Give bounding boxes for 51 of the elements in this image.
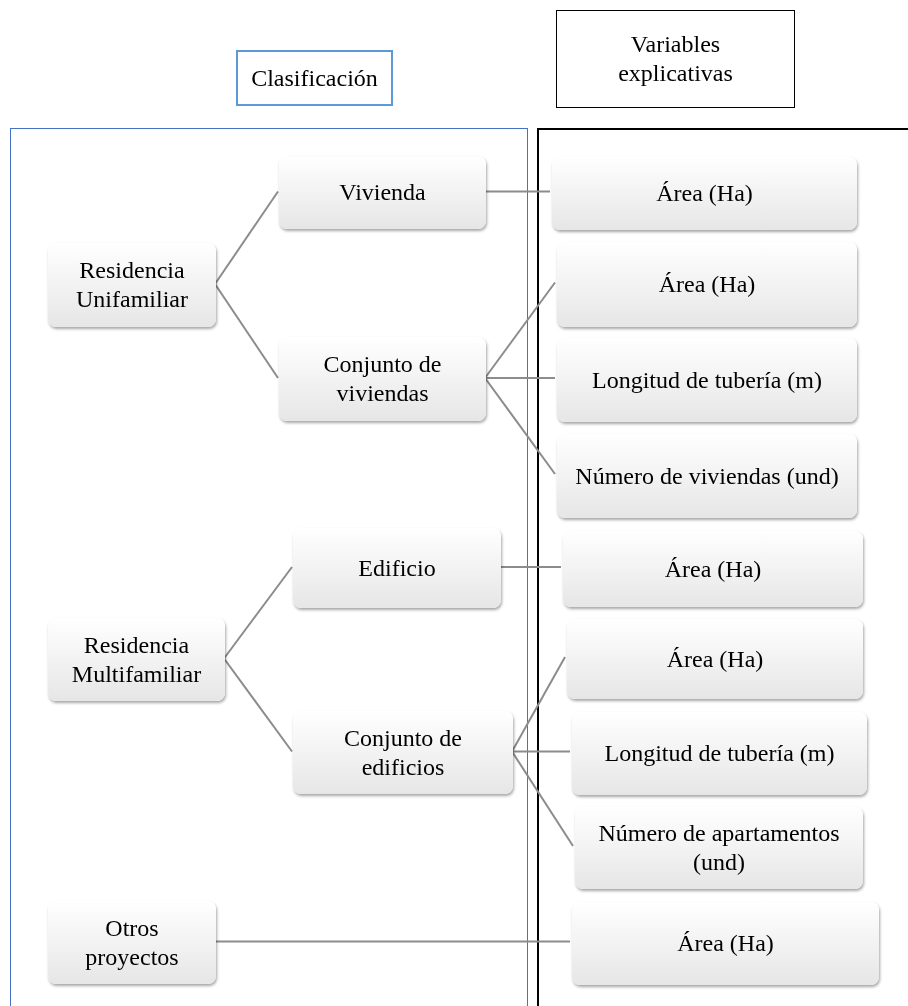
connector-line	[484, 377, 556, 475]
rounded-box	[552, 157, 857, 230]
rounded-box	[293, 528, 501, 608]
node-label: Clasificación	[251, 63, 378, 93]
node-label: Vivienda	[339, 178, 426, 207]
rounded-box	[48, 618, 225, 701]
connector-line	[214, 283, 279, 379]
rounded-box	[575, 807, 863, 889]
rounded-box	[279, 156, 486, 229]
node-label: Longitud de tubería (m)	[604, 739, 835, 768]
rounded-box	[557, 242, 857, 327]
node-label: Variables explicativas	[617, 30, 734, 88]
connector-line	[499, 566, 562, 568]
node-label: Área (Ha)	[664, 554, 762, 584]
column-header-box	[236, 50, 393, 106]
node-label: Área (Ha)	[656, 179, 753, 208]
node-label: Área (Ha)	[658, 270, 756, 299]
rounded-box	[557, 338, 857, 422]
rounded-box	[572, 902, 879, 985]
node-label: Residencia Multifamiliar	[70, 630, 203, 689]
connector-line	[214, 190, 279, 285]
node-label: Edificio	[358, 553, 436, 583]
rounded-box	[293, 711, 513, 794]
rounded-box	[563, 531, 863, 607]
node-label: Número de apartamentos (und)	[597, 819, 841, 877]
connector-line	[223, 566, 293, 660]
connector-line	[484, 190, 551, 193]
node-label: Otros proyectos	[84, 913, 180, 972]
column-header-box	[556, 10, 795, 108]
connector-line	[484, 377, 556, 379]
node-label: Número de viviendas (und)	[575, 461, 839, 491]
connector-line	[223, 657, 293, 753]
connector-line	[511, 656, 566, 753]
node-label: Conjunto de edificios	[343, 723, 463, 782]
node-label: Área (Ha)	[677, 929, 774, 958]
rounded-box	[572, 712, 867, 795]
rounded-box	[48, 901, 216, 984]
connector-line	[511, 750, 571, 753]
connector-line	[214, 940, 571, 943]
node-label: Residencia Unifamiliar	[75, 256, 189, 314]
node-label: Longitud de tubería (m)	[592, 365, 822, 395]
connector-line	[484, 281, 556, 379]
connector-line	[511, 750, 574, 847]
column-panel	[10, 128, 528, 1006]
rounded-box	[48, 243, 216, 327]
rounded-box	[279, 337, 486, 421]
rounded-box	[567, 619, 863, 699]
node-label: Conjunto de viviendas	[322, 350, 443, 408]
node-label: Área (Ha)	[666, 644, 764, 674]
column-panel	[537, 128, 908, 1006]
rounded-box	[557, 434, 857, 518]
